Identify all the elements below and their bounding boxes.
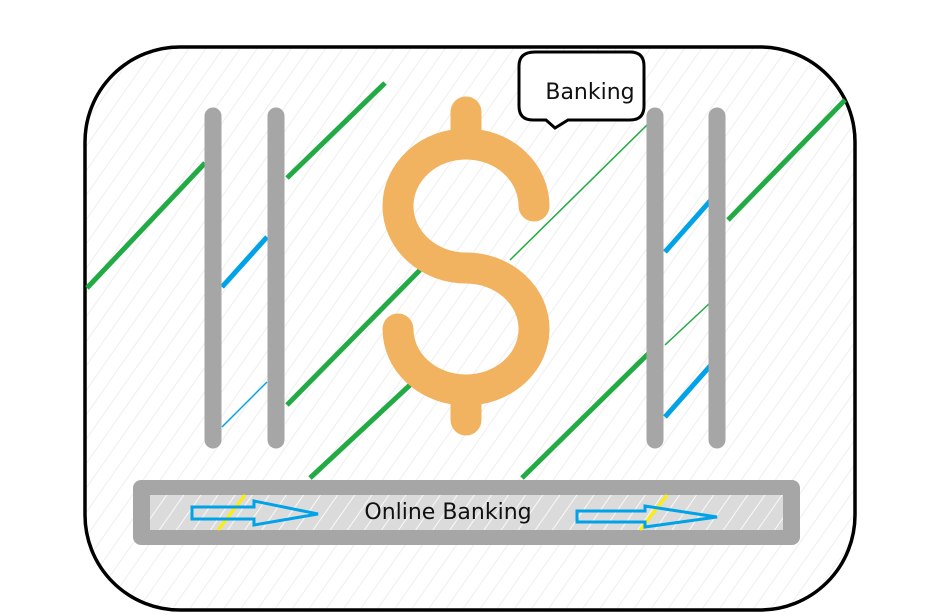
blue-line <box>221 381 268 428</box>
banner-label: Online Banking <box>364 500 531 525</box>
green-line <box>726 98 847 222</box>
right-arrow-icon <box>190 499 319 527</box>
green-line <box>308 383 412 480</box>
green-line <box>664 301 712 346</box>
green-line <box>509 122 650 261</box>
vertical-bars <box>204 107 726 449</box>
diagonal-lines <box>85 81 847 480</box>
online-banking-banner: Online Banking <box>133 480 800 545</box>
blue-line <box>663 198 713 254</box>
green-line <box>85 161 207 290</box>
callout-bubble: Banking <box>517 50 646 130</box>
green-line <box>520 351 651 480</box>
dollar-sign-icon <box>382 96 550 436</box>
yellow-line <box>216 494 247 531</box>
blue-line <box>663 363 713 419</box>
right-arrow-icon <box>575 504 718 529</box>
blue-line <box>220 235 269 289</box>
green-line <box>285 81 387 180</box>
callout-label: Banking <box>545 80 634 105</box>
green-line <box>285 268 422 407</box>
